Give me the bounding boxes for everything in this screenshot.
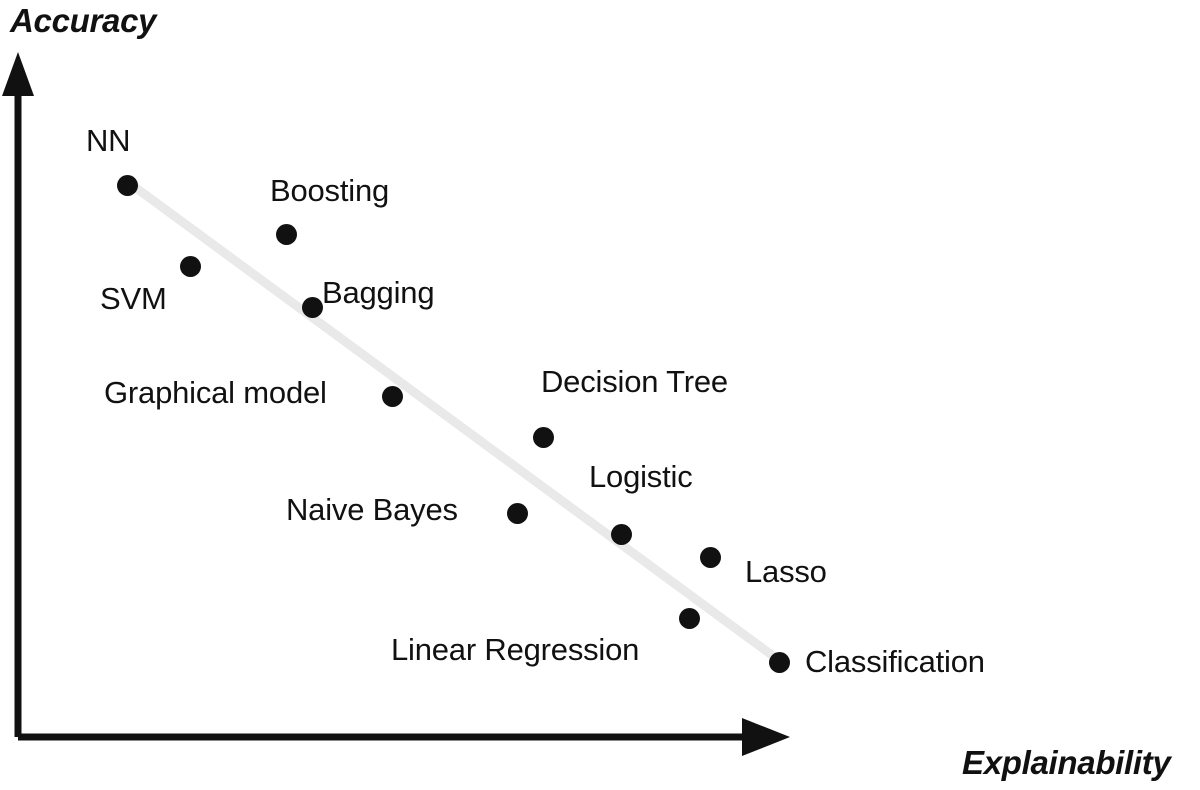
data-point-nn[interactable] bbox=[117, 175, 138, 196]
data-point-graphical-model[interactable] bbox=[382, 386, 403, 407]
data-point-label-naive-bayes: Naive Bayes bbox=[286, 492, 458, 527]
data-point-lasso[interactable] bbox=[700, 547, 721, 568]
data-point-bagging[interactable] bbox=[302, 297, 323, 318]
data-point-classification[interactable] bbox=[769, 652, 790, 673]
x-axis-arrowhead bbox=[742, 718, 790, 756]
data-point-decision-tree[interactable] bbox=[533, 427, 554, 448]
y-axis-arrowhead bbox=[2, 52, 34, 96]
data-point-label-lasso: Lasso bbox=[745, 554, 827, 589]
data-point-label-logistic: Logistic bbox=[589, 459, 693, 494]
data-point-label-decision-tree: Decision Tree bbox=[541, 364, 728, 399]
data-point-label-graphical-model: Graphical model bbox=[104, 375, 327, 410]
y-axis-title: Accuracy bbox=[10, 2, 157, 39]
data-point-label-nn: NN bbox=[86, 123, 131, 158]
data-point-svm[interactable] bbox=[180, 256, 201, 277]
data-point-naive-bayes[interactable] bbox=[507, 503, 528, 524]
data-point-boosting[interactable] bbox=[276, 224, 297, 245]
data-point-linear-regression[interactable] bbox=[679, 608, 700, 629]
trendline bbox=[123, 177, 789, 669]
data-point-label-bagging: Bagging bbox=[322, 275, 435, 310]
data-point-label-linear-regression: Linear Regression bbox=[391, 632, 640, 667]
x-axis-title: Explainability bbox=[962, 744, 1171, 781]
data-point-label-svm: SVM bbox=[100, 281, 167, 316]
data-point-label-classification: Classification bbox=[805, 644, 985, 679]
data-point-logistic[interactable] bbox=[611, 524, 632, 545]
data-point-label-boosting: Boosting bbox=[270, 173, 390, 208]
